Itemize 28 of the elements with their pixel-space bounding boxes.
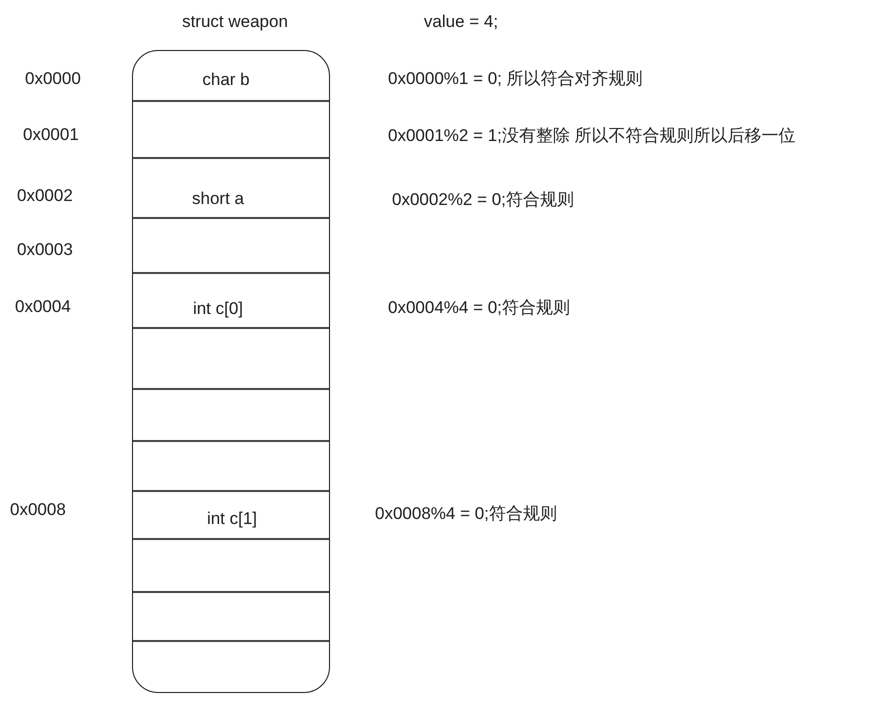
address-label: 0x0008 bbox=[10, 499, 66, 521]
memory-cell bbox=[133, 218, 329, 273]
memory-cell bbox=[133, 539, 329, 592]
alignment-note: 0x0004%4 = 0;符合规则 bbox=[388, 297, 570, 319]
memory-cell bbox=[133, 328, 329, 389]
struct-title: struct weapon bbox=[182, 11, 288, 33]
memory-cell bbox=[133, 158, 329, 218]
memory-cell bbox=[133, 491, 329, 539]
field-label: short a bbox=[192, 188, 244, 210]
memory-cell bbox=[133, 273, 329, 328]
field-label: int c[1] bbox=[206, 508, 258, 530]
alignment-note: 0x0002%2 = 0;符合规则 bbox=[392, 189, 574, 211]
alignment-note: 0x0008%4 = 0;符合规则 bbox=[375, 503, 557, 525]
memory-cell bbox=[133, 592, 329, 641]
memory-cell bbox=[133, 441, 329, 491]
struct-box bbox=[132, 50, 330, 693]
address-label: 0x0000 bbox=[25, 68, 81, 90]
field-label: char b bbox=[202, 69, 250, 91]
address-label: 0x0004 bbox=[15, 296, 71, 318]
address-label: 0x0002 bbox=[17, 185, 73, 207]
alignment-note: 0x0001%2 = 1;没有整除 所以不符合规则所以后移一位 bbox=[388, 125, 796, 147]
field-label: int c[0] bbox=[192, 298, 244, 320]
memory-cell bbox=[133, 101, 329, 158]
memory-cell bbox=[133, 389, 329, 441]
alignment-note: 0x0000%1 = 0; 所以符合对齐规则 bbox=[388, 68, 643, 90]
address-label: 0x0003 bbox=[17, 239, 73, 261]
value-label: value = 4; bbox=[424, 11, 498, 33]
address-label: 0x0001 bbox=[23, 124, 79, 146]
